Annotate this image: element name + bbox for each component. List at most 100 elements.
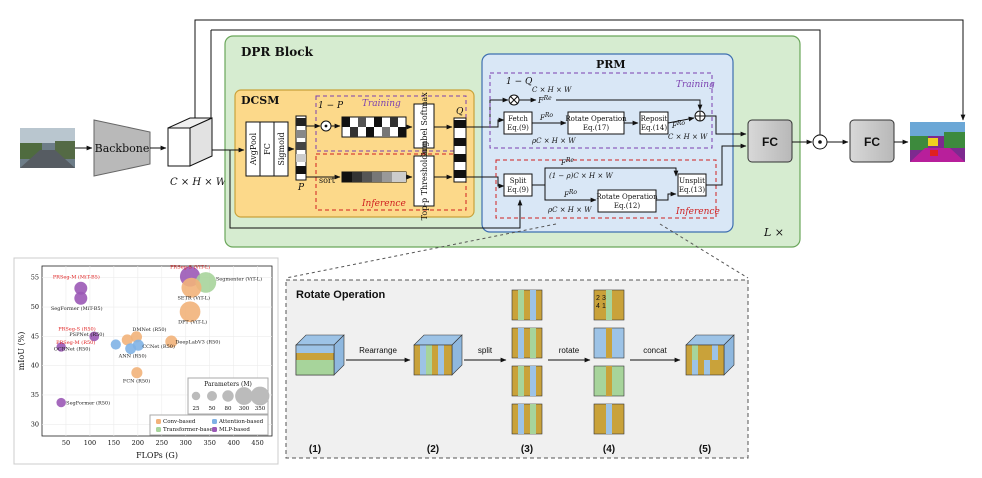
- y-tick-label: 40: [31, 362, 39, 370]
- point-label: SegFormer (R50): [66, 400, 110, 407]
- size-legend-marker: [206, 390, 218, 402]
- rotate-op-infer-eq: Eq.(12): [614, 202, 640, 210]
- x-tick-label: 300: [180, 439, 192, 447]
- scatter-point: [179, 301, 201, 323]
- cube-step-1: [295, 334, 345, 376]
- dpr-block-title: DPR Block: [241, 45, 314, 59]
- digit-4: 4: [596, 303, 600, 310]
- size-legend-label: 350: [255, 406, 266, 412]
- y-axis-label: mIoU (%): [17, 332, 26, 371]
- point-label: ANN (R50): [118, 353, 147, 360]
- x-tick-label: 400: [227, 439, 239, 447]
- repeat-label: L ×: [763, 226, 784, 239]
- f-ro-train: FRo: [539, 112, 553, 122]
- q-vector: [453, 117, 467, 183]
- category-legend-items: Conv-based Attention-basedTransformer-bas…: [156, 419, 264, 433]
- rotate-op-train-eq: Eq.(17): [583, 124, 609, 132]
- rotate-panel-title: Rotate Operation: [296, 289, 386, 301]
- split-panel-label: split: [478, 346, 493, 355]
- size-legend-label: 300: [239, 406, 250, 412]
- gumbel-softmax-label: Gumbel Softmax: [420, 92, 429, 160]
- size-legend-label: 25: [193, 406, 200, 412]
- dcsm-inference-label: Inference: [361, 199, 406, 209]
- point-label: PSPNet (R50): [69, 331, 104, 338]
- prm-training-label: Training: [676, 80, 715, 90]
- size-legend-marker: [191, 391, 201, 401]
- size-legend-title: Parameters (M): [204, 381, 252, 388]
- point-label: PRSeg-S (R50): [58, 325, 95, 332]
- category-label: Conv-based: [163, 419, 196, 425]
- prm-inference-box: [495, 159, 717, 219]
- prm-train-out-chw: C × H × W: [668, 133, 708, 141]
- gumbel-softmax-box: [413, 103, 435, 149]
- dcsm-title: DCSM: [241, 94, 279, 107]
- fc-block-2-label: FC: [864, 135, 880, 149]
- y-tick-label: 35: [31, 391, 39, 399]
- size-legend-marker: [222, 390, 234, 402]
- unsplit-label: Unsplit: [679, 177, 705, 185]
- scatter-point: [89, 331, 100, 342]
- scatter-point: [131, 367, 143, 379]
- size-legend-marker: [235, 387, 253, 405]
- y-tick-label: 55: [31, 274, 39, 282]
- scatter-point: [110, 339, 121, 350]
- topp-label: Top-p Thresholding: [420, 142, 429, 221]
- step-label-1: (1): [309, 444, 321, 455]
- x-tick-label: 350: [203, 439, 215, 447]
- step-label-2: (2): [427, 444, 439, 455]
- digit-3: 3: [602, 295, 606, 302]
- x-axis-label: FLOPs (G): [136, 451, 178, 460]
- p-label: P: [297, 183, 305, 193]
- scatter-point: [56, 397, 66, 408]
- architecture-figure: Backbone C × H × W DPR Block L × DCSM P R…: [20, 19, 966, 248]
- point-label: PRSeg-S (ViT-L): [170, 264, 210, 271]
- input-street-image: [20, 128, 75, 168]
- x-tick-label: 100: [84, 439, 96, 447]
- size-legend-label: 80: [225, 406, 232, 412]
- q-label: Q: [456, 107, 464, 117]
- x-tick-label: 50: [62, 439, 70, 447]
- category-legend: [149, 414, 269, 436]
- reposit-label: Reposit: [641, 115, 668, 123]
- unsplit-eq: Eq.(13): [679, 186, 705, 194]
- feature-cube: [167, 117, 213, 167]
- scatter-point: [74, 281, 88, 295]
- dcsm-training-label: Training: [362, 99, 401, 109]
- rotate-op-train-label: Rotate Operation: [565, 115, 627, 123]
- f-re-train: FRe: [537, 95, 552, 105]
- split-eq: Eq.(9): [507, 186, 529, 194]
- reposit-eq: Eq.(14): [641, 124, 667, 132]
- cube-step-3: [511, 289, 543, 435]
- sort-label: sort: [319, 176, 336, 185]
- cube-step-2: [413, 334, 463, 376]
- avgpool-label: AvgPool: [249, 132, 258, 166]
- rearrange-label: Rearrange: [359, 346, 397, 355]
- point-label: PRSeg-M (MiT-B5): [53, 273, 100, 280]
- rotate-op-infer-label: Rotate Operation: [596, 193, 658, 201]
- sorted-score-bar: [341, 171, 407, 183]
- topp-box: [413, 155, 435, 207]
- step-label-5: (5): [699, 444, 711, 455]
- category-swatch: [212, 427, 217, 432]
- category-label: Transformer-based: [163, 427, 217, 433]
- scatter-point: [121, 334, 133, 346]
- category-label: Attention-based: [218, 419, 264, 425]
- one-minus-p-label: 1 − P: [318, 101, 344, 111]
- scatter-point: [74, 291, 88, 305]
- point-label: DPT (ViT-L): [178, 319, 207, 326]
- backbone-label: Backbone: [95, 142, 150, 155]
- scatter-point: [181, 277, 202, 298]
- split-label: Split: [510, 177, 527, 185]
- scatter-point: [165, 335, 178, 348]
- x-tick-label: 200: [132, 439, 144, 447]
- prm-train-pc-label: ρC × H × W: [531, 137, 576, 145]
- backbone-block: Backbone: [93, 119, 151, 177]
- size-legend-label: 50: [209, 406, 216, 412]
- x-tick-label: 450: [251, 439, 263, 447]
- y-tick-label: 30: [31, 420, 39, 428]
- category-swatch: [156, 419, 161, 424]
- fc-block-1-label: FC: [762, 135, 778, 149]
